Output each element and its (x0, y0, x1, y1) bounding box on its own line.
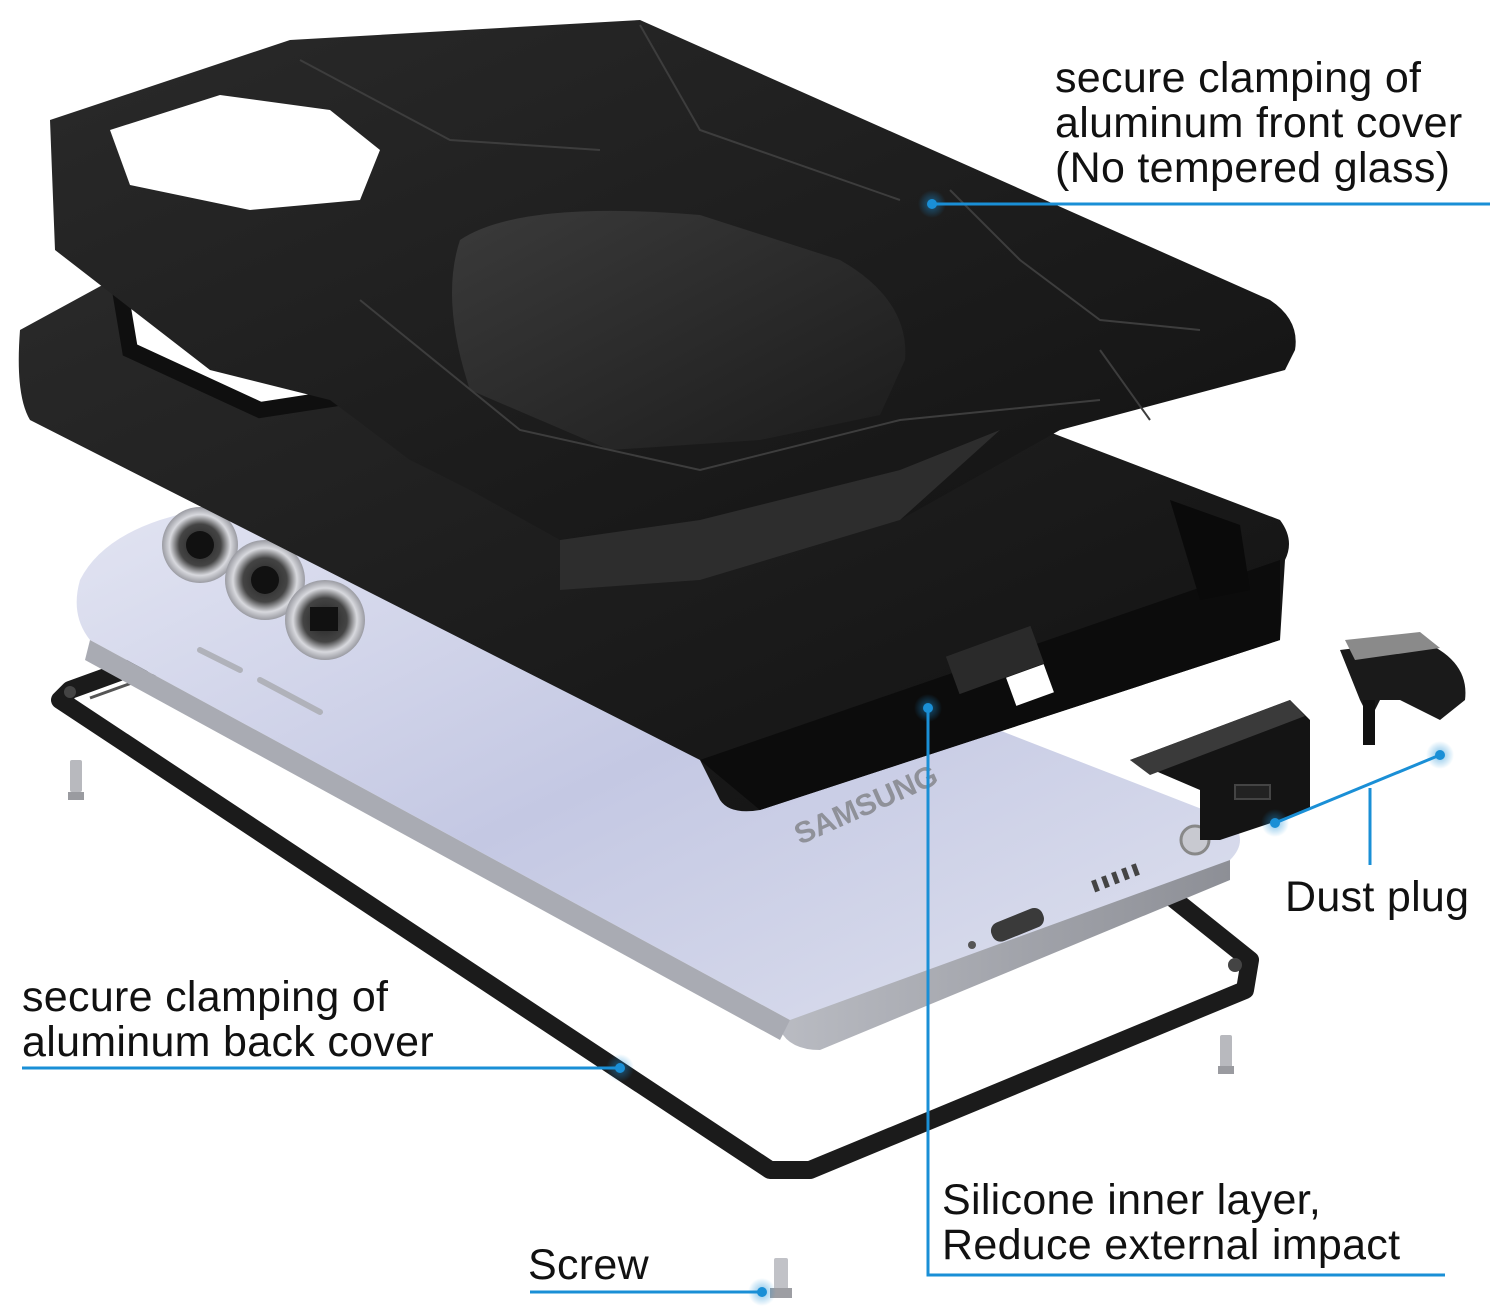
leader-silicone (926, 708, 1445, 1277)
callout-front-cover-line-2: aluminum front cover (1055, 99, 1463, 147)
callout-back-cover: secure clamping of aluminum back cover (22, 975, 434, 1065)
screw-icon (770, 1258, 792, 1298)
callout-front-cover: secure clamping of aluminum front cover … (1055, 56, 1463, 191)
callout-screw: Screw (528, 1243, 649, 1288)
volume-buttons (197, 647, 323, 715)
callout-silicone-line-1: Silicone inner layer, (942, 1176, 1322, 1224)
callout-dust-plug-line-1: Dust plug (1285, 873, 1470, 921)
callout-back-cover-line-1: secure clamping of (22, 973, 389, 1021)
callout-leaders (22, 202, 1490, 1294)
aluminum-front-cover (50, 20, 1296, 590)
callout-dots (606, 190, 1454, 1306)
callout-front-cover-line-3: (No tempered glass) (1055, 144, 1451, 192)
dust-plug-parts (1130, 632, 1466, 840)
callout-silicone-layer: Silicone inner layer, Reduce external im… (942, 1178, 1400, 1268)
screw-icon (1218, 1035, 1234, 1074)
leader-dust-plug-a (1274, 753, 1441, 825)
camera-module (162, 507, 365, 660)
screw-icon (68, 760, 84, 800)
callout-screw-line-1: Screw (528, 1241, 649, 1289)
callout-front-cover-line-1: secure clamping of (1055, 54, 1422, 102)
callout-dust-plug: Dust plug (1285, 875, 1469, 920)
callout-back-cover-line-2: aluminum back cover (22, 1018, 434, 1066)
callout-silicone-line-2: Reduce external impact (942, 1221, 1401, 1269)
screw-parts (68, 760, 1234, 1298)
